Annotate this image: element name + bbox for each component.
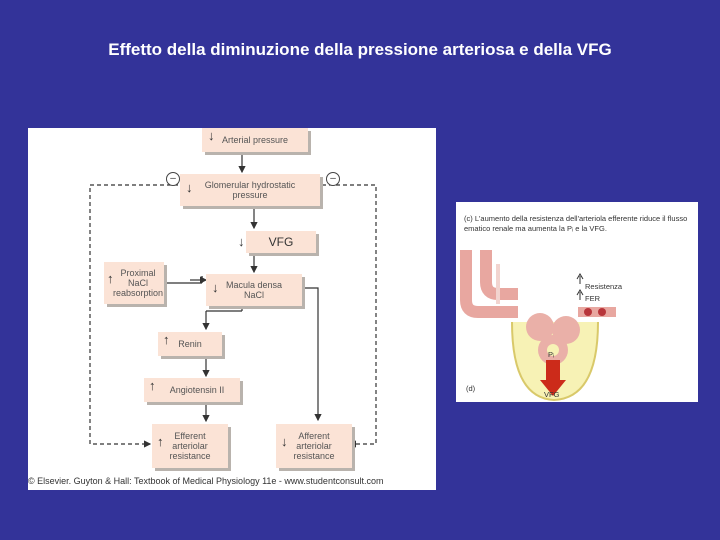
nephron-illustration: (c) L'aumento della resistenza dell'arte… — [456, 202, 698, 402]
angiotensin-label: Angiotensin II — [169, 385, 225, 395]
down-arrow-icon: ↓ — [281, 434, 288, 449]
nephron-caption: (c) L'aumento della resistenza dell'arte… — [464, 214, 688, 233]
slide-title: Effetto della diminuzione della pression… — [108, 40, 612, 59]
down-arrow-icon: ↓ — [208, 128, 215, 143]
arterial-pressure-box: ↓ Arterial pressure — [202, 128, 308, 152]
down-arrow-icon: ↓ — [212, 280, 219, 295]
up-arrow-icon: ↑ — [163, 332, 170, 347]
renin-label: Renin — [178, 339, 202, 349]
arterial-pressure-label: Arterial pressure — [221, 135, 289, 145]
feedback-minus-left: – — [166, 172, 180, 186]
renin-box: ↑ Renin — [158, 332, 222, 356]
up-arrow-icon: ↑ — [107, 271, 114, 286]
resistenza-label: Resistenza — [585, 282, 623, 291]
efferent-resistance-box: ↑ Efferent arteriolar resistance — [152, 424, 228, 468]
down-arrow-icon: ↓ — [238, 234, 245, 249]
angiotensin-box: ↑ Angiotensin II — [144, 378, 240, 402]
nephron-drawing — [460, 250, 616, 402]
fer-label: FER — [585, 294, 600, 303]
vfg-label: VFG — [268, 235, 294, 249]
down-arrow-icon: ↓ — [186, 180, 193, 195]
macula-densa-label: Macula densa NaCl — [225, 280, 283, 300]
feedback-diagram: – – ↓ Arterial pressure ↓ Glomerular hyd… — [28, 128, 436, 490]
feedback-connectors — [89, 154, 377, 448]
vfg-output-label: VFG — [544, 390, 560, 399]
panel-d-label: (d) — [466, 384, 476, 393]
proximal-reabsorption-box: ↑ Proximal NaCl reabsorption — [104, 262, 164, 304]
proximal-label: Proximal NaCl reabsorption — [112, 268, 164, 298]
copyright-text: © Elsevier. Guyton & Hall: Textbook of M… — [28, 476, 384, 486]
feedback-minus-right: – — [326, 172, 340, 186]
afferent-resistance-box: ↓ Afferent arteriolar resistance — [276, 424, 352, 468]
up-arrow-icon: ↑ — [149, 378, 156, 393]
afferent-label: Afferent arteriolar resistance — [293, 431, 335, 461]
vfg-box: ↓ VFG — [238, 231, 316, 253]
efferent-label: Efferent arteriolar resistance — [169, 431, 211, 461]
glomerular-pressure-label: Glomerular hydrostatic pressure — [204, 180, 296, 200]
glomerular-pressure-box: ↓ Glomerular hydrostatic pressure — [180, 174, 320, 206]
up-arrow-icon: ↑ — [157, 434, 164, 449]
macula-densa-box: ↓ Macula densa NaCl — [206, 274, 302, 306]
pi-label: Pᵢ — [548, 350, 555, 359]
